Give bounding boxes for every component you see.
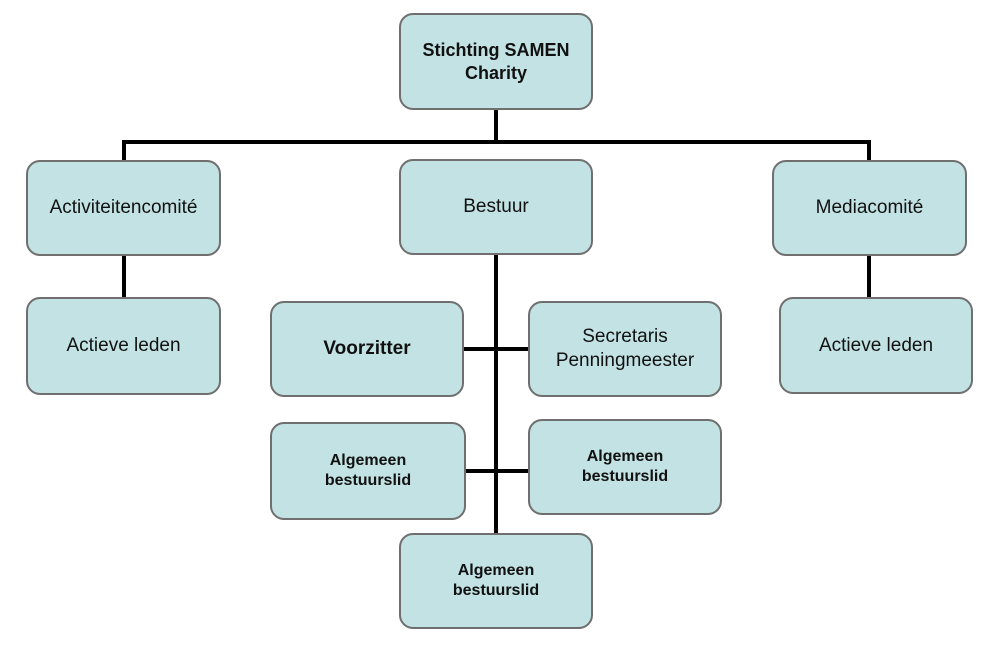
media-actieve-leden-node: Actieve leden — [779, 297, 973, 394]
activiteitencomite-node: Activiteitencomité — [26, 160, 221, 256]
secretaris-penningmeester-node: Secretaris Penningmeester — [528, 301, 722, 397]
algemeen-bestuurslid-left-node: Algemeen bestuurslid — [270, 422, 466, 520]
voorzitter-node: Voorzitter — [270, 301, 464, 397]
algemeen-bestuurslid-right-node: Algemeen bestuurslid — [528, 419, 722, 515]
algemeen-bestuurslid-bottom-node: Algemeen bestuurslid — [399, 533, 593, 629]
bestuur-node: Bestuur — [399, 159, 593, 255]
mediacomite-node: Mediacomité — [772, 160, 967, 256]
root-node: Stichting SAMEN Charity — [399, 13, 593, 110]
activiteiten-actieve-leden-node: Actieve leden — [26, 297, 221, 395]
